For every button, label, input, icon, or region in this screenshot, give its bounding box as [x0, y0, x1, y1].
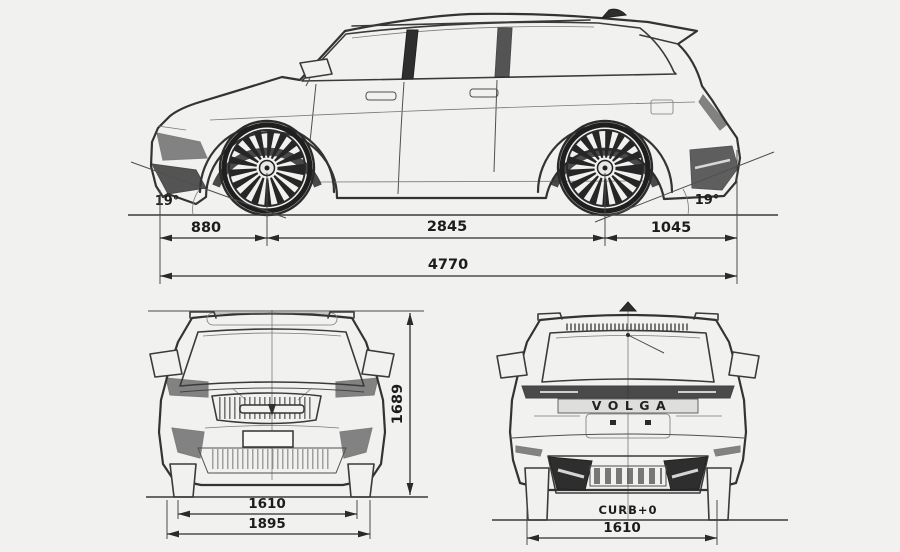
front-door-seam	[397, 81, 405, 195]
headlight-right	[335, 377, 379, 398]
front-roof-rail-right	[327, 311, 355, 319]
badge-strip	[557, 398, 699, 414]
rear-roof-rail-left	[537, 312, 563, 321]
front-overhang-label: 880	[191, 220, 221, 236]
headlight-side	[156, 132, 208, 161]
skid-plate	[197, 447, 347, 474]
rear-body-outline	[508, 313, 748, 492]
rear-view: VOLGA CURB+0 1610	[492, 301, 788, 545]
front-mirror-left	[149, 349, 183, 378]
front-mirror-right	[361, 349, 395, 378]
vent-highlight-right	[671, 468, 699, 479]
roof-fin-marker	[618, 301, 638, 312]
headlight-left	[165, 377, 209, 398]
departure-angle-label: 19°	[695, 193, 720, 208]
front-body-outline	[157, 312, 387, 487]
rear-trim-highlight	[694, 158, 731, 170]
rear-door-handle	[469, 88, 499, 98]
rear-view-car: VOLGA	[496, 301, 760, 521]
front-view: 1689 1610 1895	[146, 310, 428, 539]
window-upper-trim	[351, 26, 595, 39]
tailgate-sensor-left	[610, 420, 616, 425]
rear-spoiler	[639, 34, 679, 45]
departure-angle-arc	[682, 188, 689, 216]
rear-diffuser-side	[689, 145, 739, 191]
b-pillar	[401, 29, 419, 80]
rear-reflector-right	[713, 445, 741, 457]
front-wheel-right	[347, 463, 375, 498]
front-roof-panel	[206, 312, 338, 326]
vent-highlight-left	[557, 468, 585, 479]
rocker-line	[317, 180, 646, 183]
diffuser-slat-row	[589, 465, 667, 487]
front-track-label: 1610	[248, 496, 286, 512]
windshield-inner	[202, 332, 342, 337]
rear-bumper-line	[511, 433, 745, 439]
front-view-car	[149, 310, 395, 498]
mirror-stalk	[305, 77, 311, 87]
rear-reflector-left	[515, 445, 543, 457]
overall-height-label: 1689	[390, 384, 406, 424]
rear-view-dimensions: CURB+0 1610	[492, 500, 788, 545]
front-wheel-left	[169, 463, 197, 498]
front-view-dimensions: 1689 1610 1895	[146, 310, 428, 539]
approach-angle-label: 19°	[155, 194, 180, 209]
wheelbase-label: 2845	[427, 219, 467, 235]
tail-lamp-side	[698, 94, 728, 131]
fuel-door	[650, 99, 674, 115]
fender-seam	[309, 83, 317, 143]
rear-wheel-right	[706, 467, 732, 521]
rear-overhang-label: 1045	[651, 220, 691, 236]
rear-roof-rail-right	[693, 312, 719, 321]
rear-door-seam	[493, 79, 498, 173]
grille-outline	[211, 392, 322, 425]
tailgate-sensor-right	[645, 420, 651, 425]
bumper-line	[204, 425, 340, 429]
curb-label: CURB+0	[598, 503, 657, 517]
tailgate-recess	[585, 413, 671, 439]
rear-mirror-left	[496, 351, 528, 379]
shark-fin-antenna	[600, 8, 628, 19]
rear-diffuser-outline	[547, 455, 709, 494]
overall-length-label: 4770	[428, 257, 468, 273]
character-line	[209, 101, 696, 121]
rear-wheel-left	[524, 467, 550, 521]
overall-width-label: 1895	[248, 516, 286, 532]
c-pillar	[494, 27, 513, 78]
wiper-pivot	[626, 333, 630, 337]
rear-wiper	[627, 334, 665, 354]
hood-shutline	[157, 125, 187, 131]
approach-angle-line	[130, 161, 287, 219]
license-plate-front	[242, 430, 294, 448]
side-mirror	[299, 58, 333, 79]
side-view: 19° 19° 880 2845 1045 4770	[128, 8, 778, 284]
grille-crest	[268, 404, 276, 416]
side-view-dimensions: 19° 19° 880 2845 1045 4770	[128, 150, 778, 284]
tail-light-band	[521, 385, 735, 399]
tailgate-badge: VOLGA	[592, 398, 672, 413]
fog-area-right	[339, 427, 373, 459]
rear-mirror-right	[728, 351, 760, 379]
fog-area-left	[171, 427, 205, 459]
side-glasshouse	[301, 21, 677, 82]
rear-track-label: 1610	[603, 520, 641, 536]
approach-angle-arc	[192, 189, 200, 216]
rear-window	[541, 329, 715, 383]
front-roof-rail-left	[189, 311, 217, 319]
front-door-handle	[365, 91, 397, 101]
departure-angle-line	[594, 151, 775, 223]
